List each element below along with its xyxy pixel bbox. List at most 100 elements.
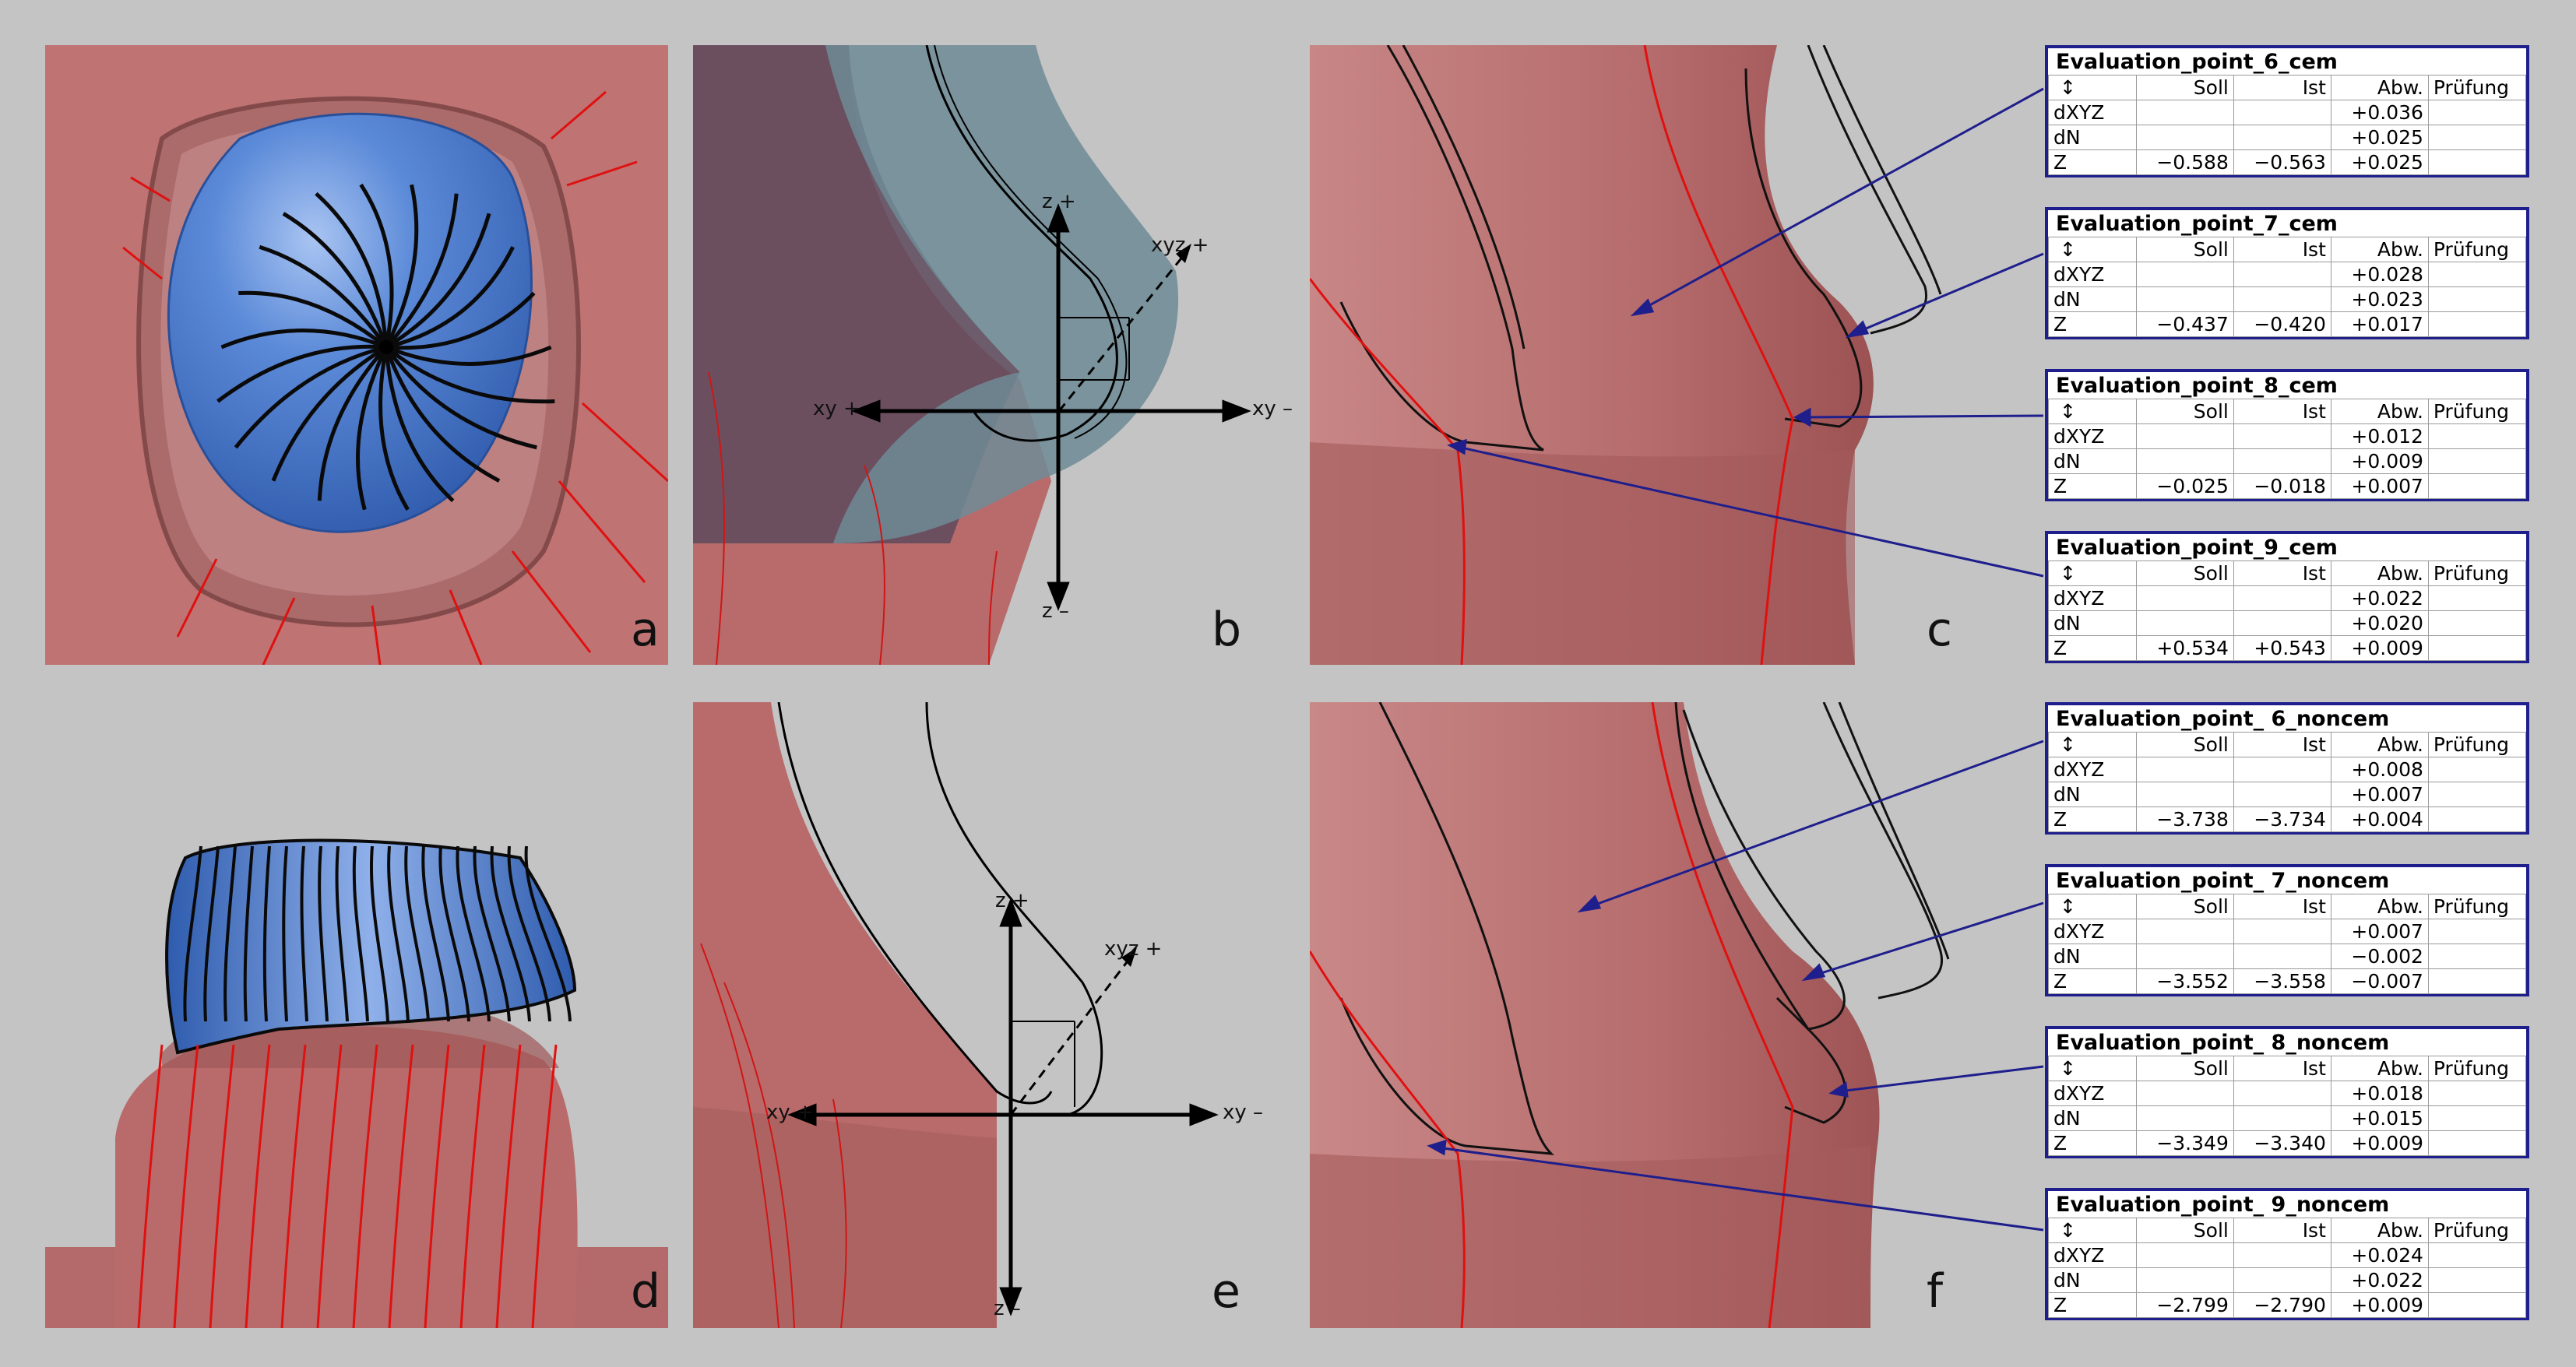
table-row: Z+0.534+0.543+0.009 xyxy=(2048,635,2527,661)
column-header-ist: Ist xyxy=(2233,894,2331,919)
column-header-soll: Soll xyxy=(2135,399,2234,424)
row-label: Z xyxy=(2048,968,2137,994)
section-line xyxy=(359,183,394,348)
column-header-abw: Abw. xyxy=(2330,732,2429,757)
panel-d-render xyxy=(45,702,668,1328)
cell-soll: −0.437 xyxy=(2135,311,2234,337)
axis-label-xy-minus-e: xy – xyxy=(1223,1101,1264,1124)
table-row: dXYZ+0.024 xyxy=(2048,1242,2527,1268)
table-row: dN+0.007 xyxy=(2048,782,2527,807)
panel-a: a xyxy=(45,45,668,665)
section-line xyxy=(384,346,537,450)
row-label: dN xyxy=(2048,1267,2137,1293)
cell-soll xyxy=(2135,1242,2234,1268)
panel-b-render xyxy=(693,45,1307,665)
cell-soll xyxy=(2135,1267,2234,1293)
cell-soll: −2.799 xyxy=(2135,1292,2234,1318)
cell-ist xyxy=(2233,782,2331,807)
cell-ist xyxy=(2233,125,2331,150)
cell-abw: +0.028 xyxy=(2330,262,2429,287)
section-line xyxy=(315,192,389,348)
panel-letter-f: f xyxy=(1927,1264,1944,1319)
section-line xyxy=(271,345,388,482)
table-row: dN+0.022 xyxy=(2048,1267,2527,1293)
cell-pruefung xyxy=(2427,262,2527,287)
cell-ist: −0.018 xyxy=(2233,473,2331,499)
column-sort-icon: ↕ xyxy=(2048,1218,2137,1243)
row-label: dXYZ xyxy=(2048,1081,2137,1106)
axis-label-xy-minus: xy – xyxy=(1252,397,1293,420)
table-row: dN−0.002 xyxy=(2048,944,2527,969)
row-label: dXYZ xyxy=(2048,757,2137,782)
cell-soll xyxy=(2135,757,2234,782)
axis-label-xy-plus-e: xy + xyxy=(766,1101,814,1124)
section-line-red xyxy=(173,1044,199,1328)
cell-pruefung xyxy=(2427,448,2527,474)
panel-e: z + z – xy + xy – xyz + e xyxy=(693,702,1307,1328)
table-row: dN+0.015 xyxy=(2048,1105,2527,1131)
section-line-red xyxy=(280,1044,307,1328)
cell-abw: +0.009 xyxy=(2330,1130,2429,1156)
column-sort-icon: ↕ xyxy=(2048,75,2137,100)
table-row: dN+0.025 xyxy=(2048,125,2527,150)
section-line xyxy=(385,246,515,350)
section-line xyxy=(404,845,430,1022)
row-label: dXYZ xyxy=(2048,100,2137,125)
cell-pruefung xyxy=(2427,944,2527,969)
cell-abw: +0.023 xyxy=(2330,286,2429,312)
column-header-soll: Soll xyxy=(2135,1218,2234,1243)
row-label: Z xyxy=(2048,1130,2137,1156)
cell-soll xyxy=(2135,262,2234,287)
row-label: dN xyxy=(2048,286,2137,312)
cell-ist: −0.563 xyxy=(2233,149,2331,175)
cell-abw: +0.024 xyxy=(2330,1242,2429,1268)
cell-pruefung xyxy=(2427,125,2527,150)
cell-soll xyxy=(2135,1081,2234,1106)
cell-ist: −2.790 xyxy=(2233,1292,2331,1318)
column-header-ist: Ist xyxy=(2233,75,2331,100)
row-label: Z xyxy=(2048,806,2137,832)
row-label: dXYZ xyxy=(2048,585,2137,611)
section-line xyxy=(490,845,531,1022)
column-header-pruefung: Prüfung xyxy=(2427,399,2527,424)
panel-c-render xyxy=(1310,45,1980,665)
section-line xyxy=(300,845,308,1022)
row-label: dN xyxy=(2048,448,2137,474)
cell-abw: +0.022 xyxy=(2330,585,2429,611)
cell-pruefung xyxy=(2427,806,2527,832)
table-row: dXYZ+0.008 xyxy=(2048,757,2527,782)
cell-pruefung xyxy=(2427,1267,2527,1293)
cell-soll xyxy=(2135,448,2234,474)
cell-pruefung xyxy=(2427,1242,2527,1268)
cell-ist: −3.340 xyxy=(2233,1130,2331,1156)
table-row: dXYZ+0.007 xyxy=(2048,919,2527,944)
column-header-ist: Ist xyxy=(2233,1218,2331,1243)
section-line-red xyxy=(352,1044,378,1328)
column-sort-icon: ↕ xyxy=(2048,237,2137,262)
axis-label-z-plus-e: z + xyxy=(995,889,1029,912)
column-sort-icon: ↕ xyxy=(2048,399,2137,424)
panel-letter-d: d xyxy=(631,1264,661,1319)
cell-abw: +0.025 xyxy=(2330,149,2429,175)
cell-pruefung xyxy=(2427,782,2527,807)
cell-pruefung xyxy=(2427,585,2527,611)
cell-soll xyxy=(2135,100,2234,125)
column-header-pruefung: Prüfung xyxy=(2427,75,2527,100)
table-row: dXYZ +0.022 xyxy=(2048,585,2527,611)
section-line xyxy=(223,845,237,1022)
row-label: dXYZ xyxy=(2048,262,2137,287)
cell-soll xyxy=(2135,286,2234,312)
cell-pruefung xyxy=(2427,919,2527,944)
